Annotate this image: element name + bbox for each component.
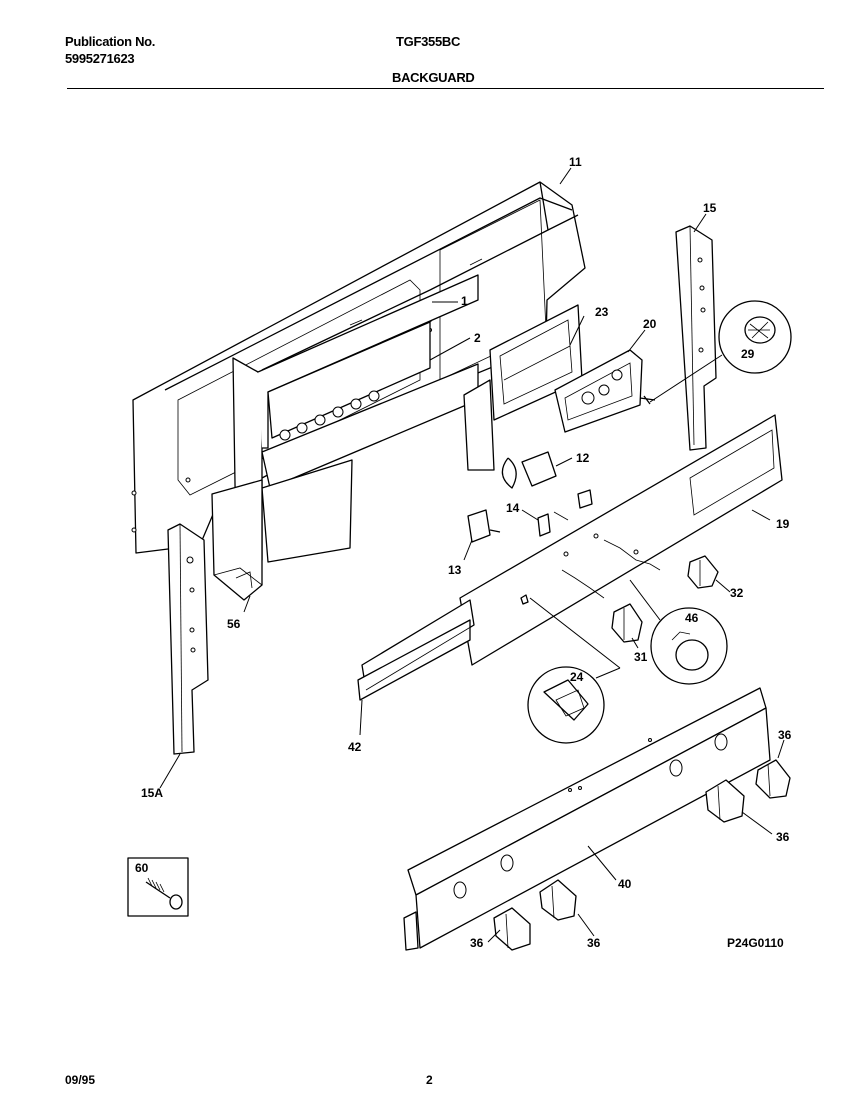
publication-label: Publication No. xyxy=(65,34,156,49)
label-part-20: 20 xyxy=(643,317,657,331)
footer-date: 09/95 xyxy=(65,1073,96,1087)
label-part-56: 56 xyxy=(227,617,241,631)
model-number: TGF355BC xyxy=(396,34,461,49)
part-31-knob xyxy=(561,569,643,643)
part-labels: 11 1 2 15 23 20 29 12 14 19 13 32 46 56 … xyxy=(135,155,792,950)
label-part-32: 32 xyxy=(730,586,744,600)
label-part-36-left-lower: 36 xyxy=(470,936,484,950)
part-14-switch xyxy=(537,489,593,537)
section-title: BACKGUARD xyxy=(392,70,475,85)
part-15a-end-cap-left xyxy=(167,523,209,755)
part-40-manifold-panel xyxy=(403,687,771,951)
part-12-switch xyxy=(501,451,557,489)
part-20-clock-timer xyxy=(554,349,656,433)
label-part-36-right-lower: 36 xyxy=(776,830,790,844)
label-part-1: 1 xyxy=(461,294,468,308)
leader-lines xyxy=(159,167,785,943)
part-32-knob xyxy=(603,539,719,589)
label-part-60: 60 xyxy=(135,861,149,875)
label-part-24: 24 xyxy=(570,670,584,684)
burner-knob-left-upper xyxy=(539,879,577,921)
label-part-14: 14 xyxy=(506,501,520,515)
part-46-knob-detail xyxy=(629,579,728,685)
burner-knob-left-lower xyxy=(493,907,531,951)
part-13-switch xyxy=(467,509,501,543)
diagram-code: P24G0110 xyxy=(727,936,784,950)
label-part-42: 42 xyxy=(348,740,362,754)
label-part-15a: 15A xyxy=(141,786,163,800)
label-part-36-right-upper: 36 xyxy=(778,728,792,742)
label-part-12: 12 xyxy=(576,451,590,465)
label-part-11: 11 xyxy=(569,155,582,169)
label-part-31: 31 xyxy=(634,650,648,664)
footer-page-number: 2 xyxy=(426,1073,433,1087)
label-part-15: 15 xyxy=(703,201,717,215)
part-19-control-panel xyxy=(459,414,783,666)
burner-knob-right-upper xyxy=(755,759,791,799)
part-2-lower-shield xyxy=(261,363,479,563)
part-56-bracket xyxy=(211,479,263,601)
label-part-40: 40 xyxy=(618,877,632,891)
part-15-end-cap-right xyxy=(675,225,717,451)
burner-knob-right-lower xyxy=(705,779,745,823)
label-part-13: 13 xyxy=(448,563,462,577)
label-part-2: 2 xyxy=(474,331,481,345)
part-42-trim xyxy=(357,599,475,701)
label-part-19: 19 xyxy=(776,517,790,531)
part-29-knob-detail xyxy=(649,300,792,403)
publication-number: 5995271623 xyxy=(65,51,135,66)
label-part-46: 46 xyxy=(685,611,699,625)
label-part-23: 23 xyxy=(595,305,609,319)
part-24-switch-detail xyxy=(520,594,621,744)
header-rule xyxy=(67,88,824,89)
part-60-screw xyxy=(127,857,189,917)
label-part-36-left-upper: 36 xyxy=(587,936,601,950)
label-part-29: 29 xyxy=(741,347,755,361)
